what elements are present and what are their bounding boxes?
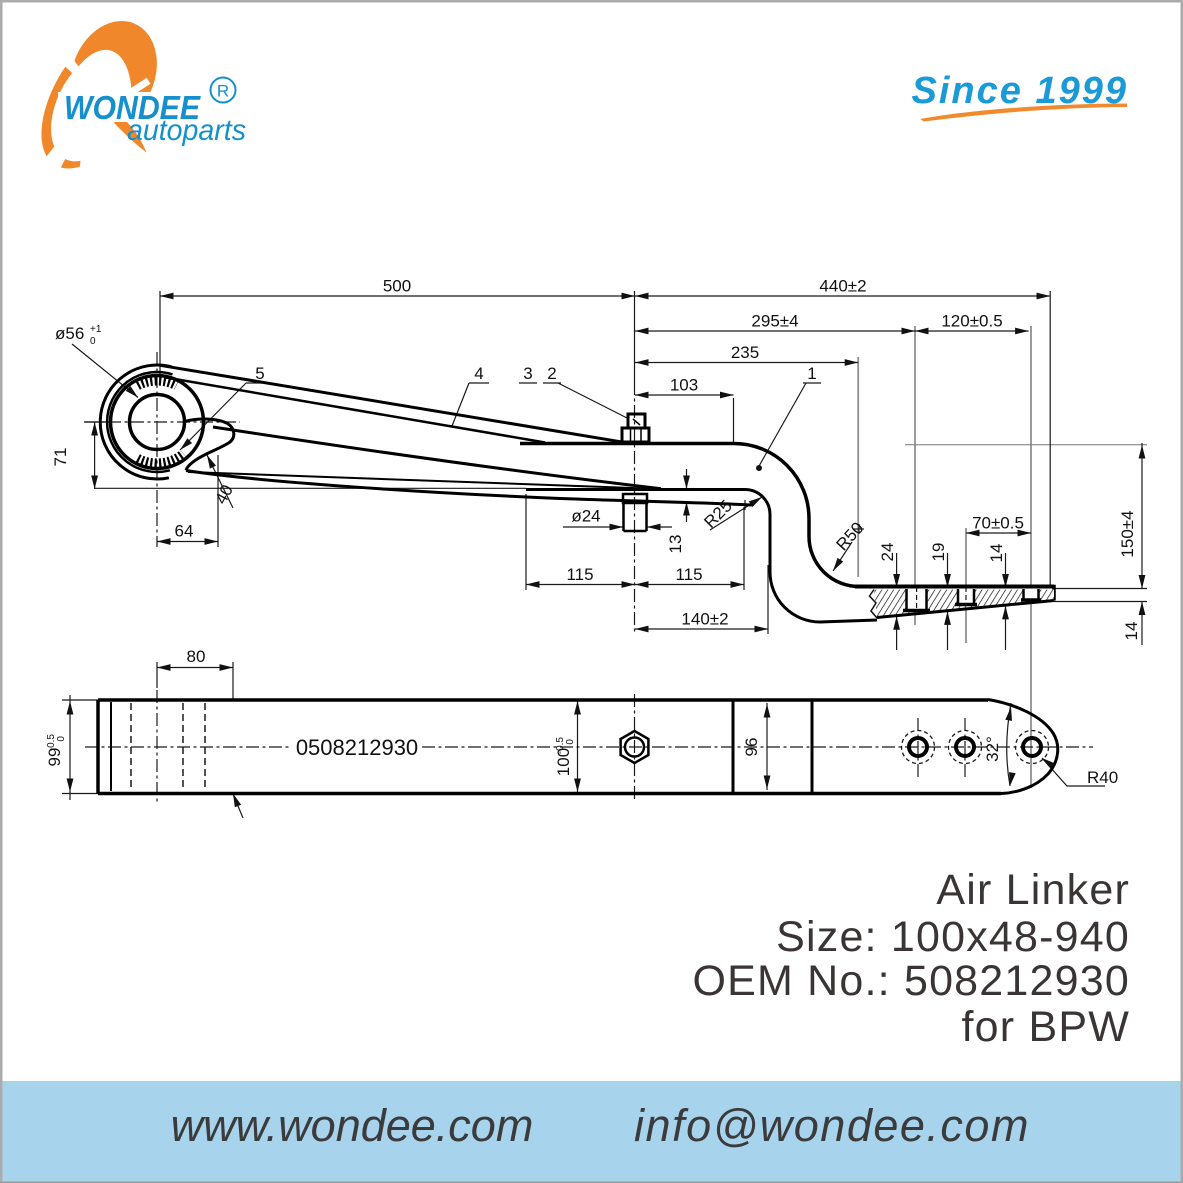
svg-text:103: 103: [670, 376, 698, 395]
svg-text:0: 0: [90, 336, 96, 347]
svg-text:ø24: ø24: [571, 507, 600, 526]
svg-text:150±4: 150±4: [1118, 510, 1137, 557]
svg-text:96: 96: [742, 738, 761, 757]
svg-text:99: 99: [45, 748, 64, 767]
svg-text:115: 115: [566, 565, 593, 584]
svg-text:19: 19: [929, 543, 948, 562]
svg-text:+1: +1: [90, 324, 102, 335]
svg-text:ø56: ø56: [55, 324, 84, 343]
svg-text:80: 80: [187, 647, 206, 666]
svg-text:71: 71: [51, 448, 70, 467]
svg-text:295±4: 295±4: [751, 312, 798, 331]
svg-text:2: 2: [547, 364, 556, 383]
svg-text:100: 100: [554, 748, 573, 776]
svg-text:autoparts: autoparts: [127, 114, 246, 147]
svg-text:WONDEE: WONDEE: [64, 89, 201, 126]
svg-text:-0.5: -0.5: [46, 734, 57, 752]
svg-text:for BPW: for BPW: [962, 1003, 1130, 1051]
svg-text:13: 13: [666, 535, 685, 554]
svg-text:32°: 32°: [983, 736, 1002, 762]
svg-text:1: 1: [807, 364, 816, 383]
svg-text:120±0.5: 120±0.5: [941, 312, 1002, 331]
svg-text:4: 4: [474, 364, 483, 383]
svg-text:Air Linker: Air Linker: [936, 866, 1130, 914]
svg-text:64: 64: [175, 522, 194, 541]
svg-text:0: 0: [565, 739, 576, 745]
svg-text:R: R: [217, 82, 229, 101]
svg-text:OEM No.: 508212930: OEM No.: 508212930: [692, 957, 1130, 1005]
svg-text:Size: 100x48-940: Size: 100x48-940: [776, 913, 1130, 961]
svg-text:24: 24: [878, 543, 897, 562]
svg-text:info@wondee.com: info@wondee.com: [634, 1100, 1030, 1151]
svg-text:0508212930: 0508212930: [296, 735, 418, 760]
svg-text:3: 3: [523, 364, 532, 383]
svg-text:R40: R40: [1087, 768, 1118, 787]
svg-text:500: 500: [383, 277, 411, 296]
svg-text:14: 14: [987, 544, 1006, 563]
svg-text:115: 115: [675, 565, 702, 584]
svg-text:www.wondee.com: www.wondee.com: [171, 1100, 534, 1151]
svg-text:235: 235: [731, 343, 759, 362]
svg-text:0: 0: [56, 736, 67, 742]
svg-text:5: 5: [255, 364, 264, 383]
svg-text:70±0.5: 70±0.5: [972, 514, 1024, 533]
svg-text:14: 14: [1122, 622, 1141, 641]
svg-text:-0.5: -0.5: [555, 737, 566, 755]
svg-text:140±2: 140±2: [681, 610, 728, 629]
svg-text:440±2: 440±2: [819, 277, 866, 296]
